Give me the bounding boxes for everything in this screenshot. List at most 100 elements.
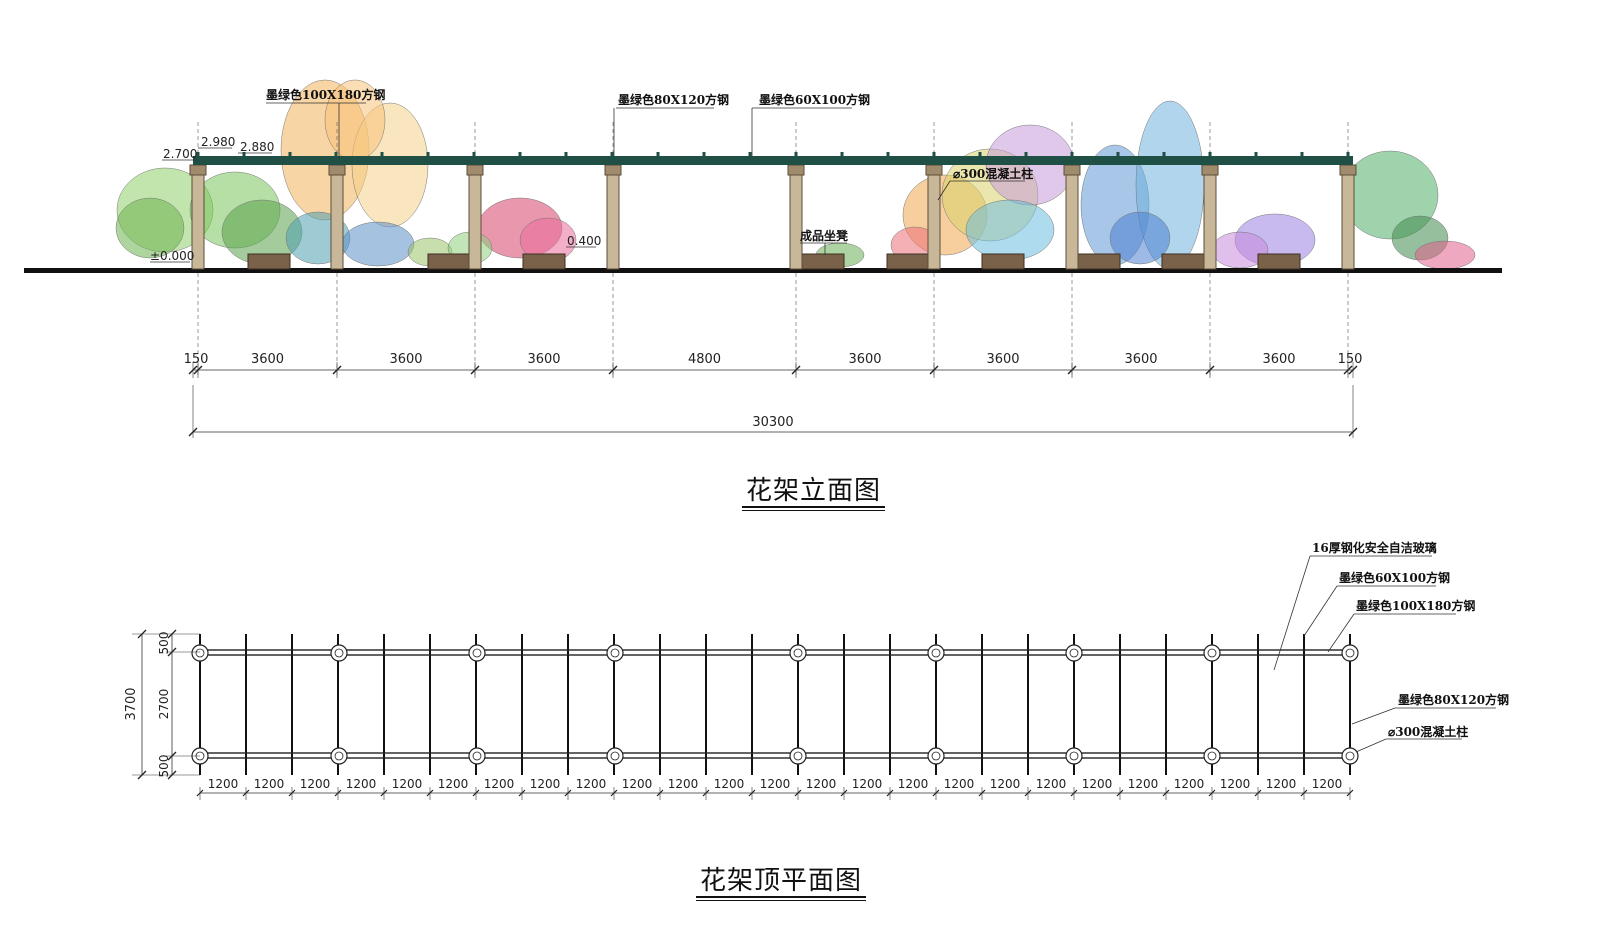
elevation-view: 墨绿色100X180方钢 墨绿色80X120方钢 墨绿色60X100方钢 ⌀30… xyxy=(24,79,1502,438)
bay-tick xyxy=(1208,789,1216,797)
bay-tick xyxy=(886,789,894,797)
purlin-tick xyxy=(702,152,706,156)
bay-label: 1200 xyxy=(1082,777,1113,791)
bay-label: 1200 xyxy=(714,777,745,791)
purlin-tick xyxy=(518,152,522,156)
bay-label: 1200 xyxy=(1266,777,1297,791)
tree-16 xyxy=(965,199,1055,261)
span-label-6: 3600 xyxy=(848,352,881,367)
bay-label: 1200 xyxy=(898,777,929,791)
bay-tick xyxy=(288,789,296,797)
vegetation-group xyxy=(115,79,1476,270)
span-label-3: 3600 xyxy=(389,352,422,367)
plan-column xyxy=(468,747,486,765)
purlin-tick xyxy=(1070,152,1074,156)
purlin-tick xyxy=(610,152,614,156)
plan-label-column: ⌀300混凝土柱 xyxy=(1388,724,1468,739)
bay-tick xyxy=(840,789,848,797)
plan-column xyxy=(330,644,348,662)
bay-label: 1200 xyxy=(1312,777,1343,791)
plan-column xyxy=(606,747,624,765)
purlin-tick xyxy=(978,152,982,156)
label-beam-100x180: 墨绿色100X180方钢 xyxy=(266,87,385,102)
bench-4 xyxy=(801,253,845,270)
span-tick xyxy=(1343,365,1353,375)
span-label-10: 150 xyxy=(1338,352,1363,367)
bay-tick xyxy=(1254,789,1262,797)
bay-label: 1200 xyxy=(806,777,837,791)
purlin-tick xyxy=(334,152,338,156)
plan-label-glass: 16厚钢化安全自洁玻璃 xyxy=(1312,540,1437,555)
purlin-tick xyxy=(1024,152,1028,156)
bay-label: 1200 xyxy=(254,777,285,791)
purlin-tick xyxy=(564,152,568,156)
plan-column xyxy=(789,644,807,662)
span-label-1: 150 xyxy=(184,352,209,367)
bay-label: 1200 xyxy=(1036,777,1067,791)
bench-8 xyxy=(1161,253,1205,270)
bay-tick xyxy=(472,789,480,797)
tree-1 xyxy=(115,197,185,259)
bay-tick xyxy=(794,789,802,797)
purlin-tick xyxy=(656,152,660,156)
ground-line xyxy=(24,268,1502,273)
span-label-2: 3600 xyxy=(251,352,284,367)
purlin-tick xyxy=(840,152,844,156)
bay-label: 1200 xyxy=(852,777,883,791)
plan-dim-top: 500 xyxy=(157,632,171,655)
plan-beam-bottom xyxy=(197,752,1352,759)
plan-label-beam-60x100: 墨绿色60X100方钢 xyxy=(1339,570,1450,585)
bay-label: 1200 xyxy=(760,777,791,791)
bay-tick xyxy=(1070,789,1078,797)
purlin-ticks xyxy=(196,152,1350,156)
bay-tick xyxy=(196,789,204,797)
bay-tick xyxy=(380,789,388,797)
purlin-tick xyxy=(1300,152,1304,156)
level-top: 2.980 xyxy=(201,135,235,149)
bench-3 xyxy=(522,253,566,270)
plan-label-beam-100x180: 墨绿色100X180方钢 xyxy=(1356,598,1475,613)
elevation-annotations: 墨绿色100X180方钢 墨绿色80X120方钢 墨绿色60X100方钢 ⌀30… xyxy=(150,87,1033,263)
plan-dim-bottom: 500 xyxy=(157,755,171,778)
bay-label: 1200 xyxy=(668,777,699,791)
level-ground: ±0.000 xyxy=(150,249,194,263)
purlin-tick xyxy=(242,152,246,156)
bench-1 xyxy=(247,253,291,270)
top-beam xyxy=(193,156,1353,165)
span-tick xyxy=(332,365,342,375)
label-beam-80x120: 墨绿色80X120方钢 xyxy=(618,92,729,107)
span-tick xyxy=(608,365,618,375)
bay-label: 1200 xyxy=(576,777,607,791)
tree-19 xyxy=(1109,211,1171,265)
span-tick xyxy=(929,365,939,375)
plan-column xyxy=(1341,747,1359,765)
span-tick xyxy=(1348,365,1358,375)
bay-label: 1200 xyxy=(208,777,239,791)
span-tick xyxy=(1067,365,1077,375)
level-mid: 2.880 xyxy=(240,140,274,154)
span-label-4: 3600 xyxy=(527,352,560,367)
bay-tick xyxy=(1300,789,1308,797)
plan-column xyxy=(1341,644,1359,662)
bay-label: 1200 xyxy=(990,777,1021,791)
bay-tick xyxy=(518,789,526,797)
tree-24 xyxy=(1414,240,1476,270)
plan-column xyxy=(606,644,624,662)
plan-column xyxy=(789,747,807,765)
bay-tick xyxy=(242,789,250,797)
bay-label: 1200 xyxy=(1128,777,1159,791)
tree-8 xyxy=(341,221,415,267)
bay-tick xyxy=(610,789,618,797)
span-tick xyxy=(188,365,198,375)
plan-column xyxy=(1203,644,1221,662)
plan-column xyxy=(1065,747,1083,765)
plan-column xyxy=(1065,644,1083,662)
bay-tick xyxy=(702,789,710,797)
bay-tick xyxy=(1116,789,1124,797)
span-tick xyxy=(1205,365,1215,375)
bench-6 xyxy=(981,253,1025,270)
purlin-tick xyxy=(288,152,292,156)
plan-annotations: 16厚钢化安全自洁玻璃 墨绿色60X100方钢 墨绿色100X180方钢 墨绿色… xyxy=(1273,540,1509,753)
plan-column xyxy=(927,747,945,765)
